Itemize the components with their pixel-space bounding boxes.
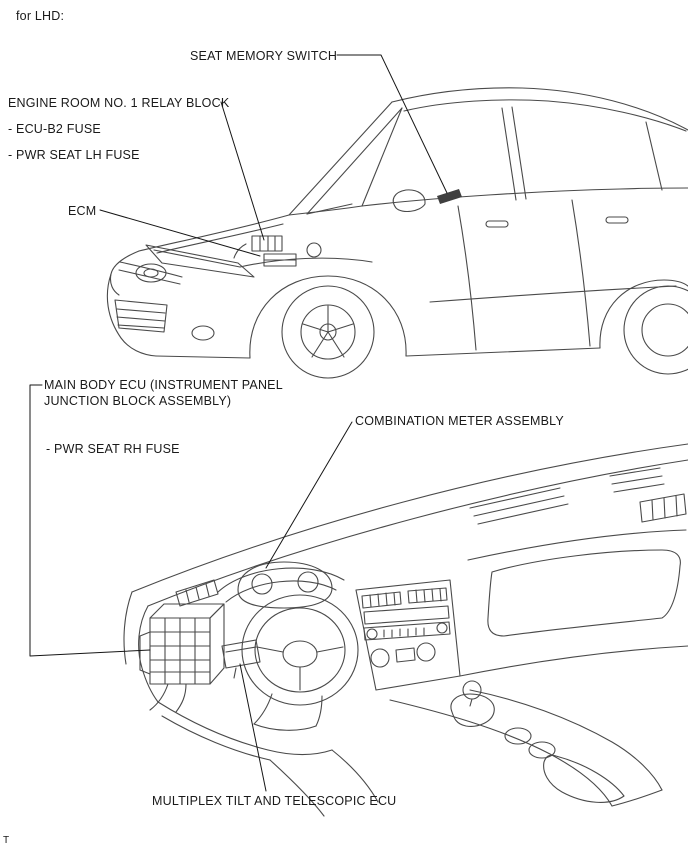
label-pwr-seat-rh-fuse: - PWR SEAT RH FUSE <box>46 442 180 456</box>
glove-box <box>487 549 681 637</box>
label-seat-memory-switch: SEAT MEMORY SWITCH <box>190 49 338 63</box>
label-ecm: ECM <box>68 204 97 218</box>
label-multiplex-tilt-telescopic-ecu: MULTIPLEX TILT AND TELESCOPIC ECU <box>152 794 397 808</box>
leader-lines <box>29 54 448 792</box>
front-wheel <box>281 285 375 379</box>
leader-ecm <box>99 209 261 257</box>
multiplex-tilt-telescopic-ecu-part <box>221 639 261 679</box>
leader-seat-memory-switch <box>336 54 448 194</box>
car-front-quarter-illustration <box>106 87 688 379</box>
steering-wheel <box>241 594 359 706</box>
instrument-panel-illustration <box>123 443 688 817</box>
page-header: for LHD: <box>16 9 65 23</box>
combination-meter-part <box>237 561 333 609</box>
leader-multiplex-ecu <box>239 663 267 792</box>
center-console <box>389 680 663 807</box>
main-body-ecu-junction-block-part <box>139 603 225 713</box>
leader-combination-meter <box>265 421 353 569</box>
ecm-part <box>263 253 297 267</box>
leader-engine-room-relay-block <box>220 101 265 241</box>
label-main-body-ecu: MAIN BODY ECU (INSTRUMENT PANEL JUNCTION… <box>44 378 283 408</box>
label-ecu-b2-fuse: - ECU-B2 FUSE <box>8 122 101 136</box>
rear-wheel <box>623 285 688 375</box>
label-pwr-seat-lh-fuse: - PWR SEAT LH FUSE <box>8 148 140 162</box>
page-footer-mark: T <box>3 835 10 846</box>
center-stack <box>355 579 461 691</box>
label-engine-room-relay-block: ENGINE ROOM NO. 1 RELAY BLOCK <box>8 96 230 110</box>
seat-memory-switch-part <box>437 189 462 204</box>
engine-room-relay-block-part <box>251 235 283 252</box>
label-combination-meter-assembly: COMBINATION METER ASSEMBLY <box>355 414 564 428</box>
leader-main-body-ecu <box>29 384 151 657</box>
door-mirror <box>392 189 426 213</box>
